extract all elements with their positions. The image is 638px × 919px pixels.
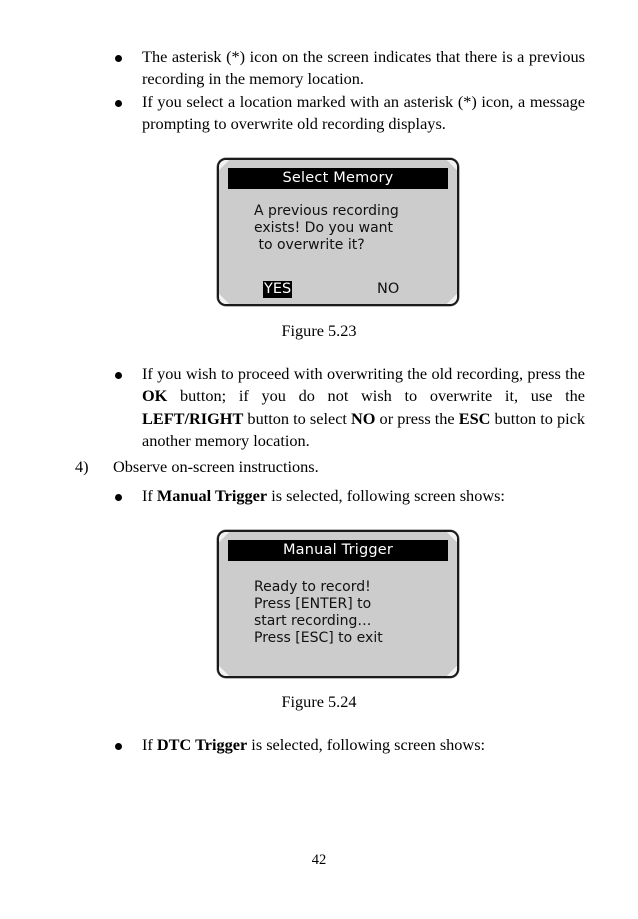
- device-screen-select-memory: Select Memory A previous recording exist…: [217, 158, 459, 306]
- step-4: 4) Observe on-screen instructions.: [75, 456, 585, 478]
- device-title-manual-trigger: Manual Trigger: [228, 540, 448, 561]
- bullet-asterisk-meaning: The asterisk (*) icon on the screen indi…: [115, 46, 585, 91]
- bullet-overwrite-prompt: If you select a location marked with an …: [115, 91, 585, 136]
- bullet-dtc-trigger-text: If DTC Trigger is selected, following sc…: [142, 734, 485, 756]
- bullet-proceed-overwrite: If you wish to proceed with overwriting …: [115, 363, 585, 452]
- figure-caption-5-23: Figure 5.23: [281, 321, 357, 340]
- device-body-select-memory: A previous recording exists! Do you want…: [219, 194, 457, 304]
- device-choice-no[interactable]: NO: [377, 281, 400, 297]
- keyword-ok: OK: [142, 386, 168, 406]
- text-run-2: is selected, following screen shows:: [247, 735, 486, 754]
- bullet-asterisk-meaning-text: The asterisk (*) icon on the screen indi…: [142, 47, 585, 89]
- bullet-dtc-trigger: If DTC Trigger is selected, following sc…: [115, 734, 585, 757]
- device-title-select-memory: Select Memory: [228, 168, 448, 189]
- device-message-line-3: to overwrite it?: [254, 237, 365, 253]
- text-run-2: is selected, following screen shows:: [267, 486, 505, 505]
- bullet-marker-icon: [115, 734, 142, 757]
- bullet-proceed-overwrite-text: If you wish to proceed with overwriting …: [142, 363, 585, 452]
- keyword-dtc-trigger: DTC Trigger: [156, 735, 248, 754]
- bullet-marker-icon: [115, 363, 142, 386]
- device-message-line-2: exists! Do you want: [254, 220, 394, 236]
- text-run-1: If: [142, 486, 157, 505]
- text-run-1: If: [142, 735, 157, 754]
- bullet-marker-icon: [115, 91, 142, 114]
- bullet-manual-trigger: If Manual Trigger is selected, following…: [115, 485, 585, 508]
- text-run-4: or press the: [375, 408, 459, 428]
- keyword-esc: ESC: [458, 408, 491, 428]
- figure-caption-5-24: Figure 5.24: [281, 692, 357, 711]
- text-run-1: If you wish to proceed with overwriting …: [142, 364, 585, 383]
- step-4-number: 4): [75, 457, 89, 476]
- bullet-marker-icon: [115, 485, 142, 508]
- device-message-line-3: start recording…: [254, 613, 372, 629]
- keyword-manual-trigger: Manual Trigger: [156, 486, 268, 505]
- device-choice-yes[interactable]: YES: [263, 281, 293, 298]
- text-run-3: button to select: [243, 408, 352, 428]
- text-run-5: button to pick another memory location.: [142, 408, 586, 450]
- text-run-2: button; if you do not wish to overwrite …: [167, 386, 585, 406]
- keyword-no: NO: [351, 408, 376, 428]
- bullet-overwrite-prompt-text: If you select a location marked with an …: [142, 92, 585, 134]
- device-message-line-1: A previous recording: [254, 203, 399, 219]
- device-screen-manual-trigger: Manual Trigger Ready to record! Press [E…: [217, 530, 459, 678]
- device-message-line-2: Press [ENTER] to: [254, 596, 372, 612]
- device-body-manual-trigger: Ready to record! Press [ENTER] to start …: [219, 566, 457, 676]
- page-number: 42: [311, 852, 327, 868]
- device-message-line-1: Ready to record!: [254, 579, 371, 595]
- bullet-marker-icon: [115, 46, 142, 69]
- keyword-left-right: LEFT/RIGHT: [142, 408, 244, 428]
- step-4-text: Observe on-screen instructions.: [113, 457, 319, 476]
- bullet-manual-trigger-text: If Manual Trigger is selected, following…: [142, 485, 505, 507]
- device-message-line-4: Press [ESC] to exit: [254, 630, 383, 646]
